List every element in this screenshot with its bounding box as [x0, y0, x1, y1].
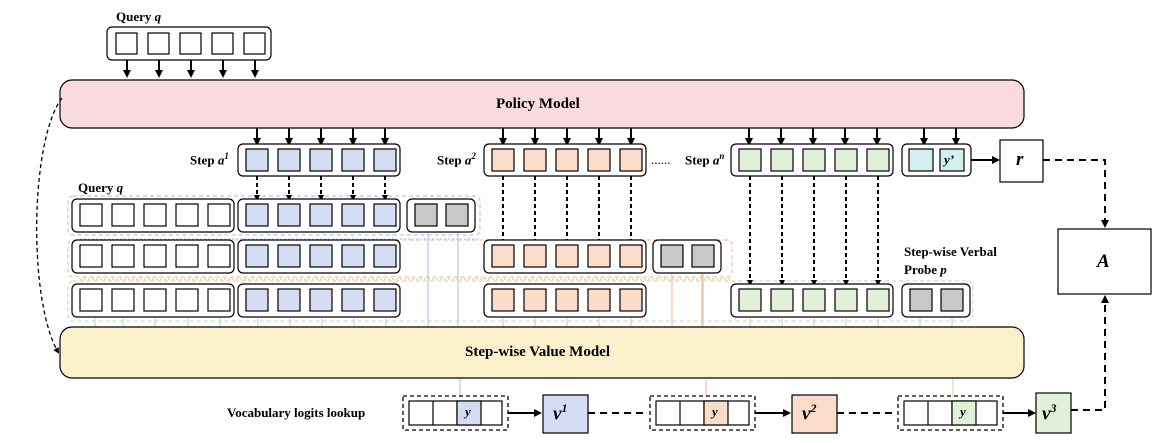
v1-symbol: v	[553, 403, 562, 425]
step-a1-label: Step a1	[190, 151, 229, 168]
advantage-label: A	[1097, 251, 1110, 272]
answer-group	[901, 143, 972, 177]
step-a2-symbol: a	[464, 152, 472, 168]
lookup-3	[897, 395, 1004, 431]
row-1	[71, 198, 476, 233]
step-an-symbol: a	[712, 152, 720, 168]
v2-label: v2	[802, 402, 816, 423]
v2-symbol: v	[802, 403, 811, 425]
policy-model-box	[59, 79, 1025, 129]
guide-lines	[67, 195, 974, 397]
top-query-group	[106, 26, 272, 78]
reward-box	[999, 139, 1044, 183]
v2-box	[791, 394, 838, 434]
value-model-box	[59, 326, 1025, 379]
step-a2-sup: 2	[471, 151, 476, 161]
row-query-label: Query q	[78, 181, 123, 194]
top-query-symbol: q	[154, 9, 162, 24]
step-a2-prefix: Step	[437, 152, 462, 168]
row1-guide-outline	[67, 195, 481, 236]
advantage-box	[1057, 228, 1152, 295]
vocab-lookup-label: Vocabulary logits lookup	[227, 405, 366, 420]
lookup1-token: y	[465, 404, 471, 419]
step-a2-label: Step a2	[437, 151, 476, 168]
policy-model-label: Policy Model	[496, 96, 580, 112]
query-to-policy-arrows	[123, 60, 259, 78]
v2-sup: 2	[810, 401, 817, 415]
v3-sup: 3	[1050, 401, 1057, 415]
v3-label: v3	[1042, 402, 1056, 423]
row-2	[71, 239, 722, 274]
lookup-2	[649, 395, 756, 431]
probe-label-line2: Probe p	[904, 263, 947, 276]
step-an-prefix: Step	[685, 152, 710, 168]
reward-to-advantage-dashed	[1043, 159, 1109, 228]
lookup2-token: y	[712, 404, 718, 419]
step-an-label: Step an	[685, 151, 725, 168]
value-model-label: Step-wise Value Model	[465, 344, 611, 360]
v3-box	[1035, 392, 1072, 434]
step-a2-group	[483, 143, 647, 177]
lookup-1	[402, 395, 509, 431]
policy-to-value-curve	[36, 97, 63, 354]
top-query-tokens	[115, 32, 266, 55]
lookup3-token: y	[960, 404, 966, 419]
step-a1-sup: 1	[224, 151, 229, 161]
step-a1-prefix: Step	[190, 152, 215, 168]
top-query-label: Query q	[116, 10, 161, 23]
probe-text: Probe	[904, 262, 937, 277]
row-query-text: Query	[78, 180, 114, 195]
v1-label: v1	[553, 402, 567, 423]
row3-guide-outline	[67, 280, 974, 322]
reward-label: r	[1016, 149, 1024, 170]
v3-symbol: v	[1042, 403, 1051, 425]
v1-sup: 1	[561, 401, 568, 415]
policy-to-steps-arrows	[253, 128, 960, 146]
probe-symbol: p	[940, 262, 947, 277]
top-query-text: Query	[116, 9, 152, 24]
step-a1-group	[237, 143, 401, 177]
answer-token-label: y’	[944, 152, 955, 167]
probe-label-line1: Step-wise Verbal	[904, 244, 997, 259]
ellipsis-label: ......	[651, 152, 671, 167]
v1-box	[542, 394, 589, 434]
row-3	[71, 283, 971, 318]
step-an-group	[730, 143, 894, 177]
step-an-sup: n	[719, 151, 725, 161]
row-query-symbol: q	[116, 180, 124, 195]
step-to-row-dashed-arrows	[254, 176, 881, 286]
v3-to-advantage-dashed	[1071, 295, 1109, 411]
step-a1-symbol: a	[217, 152, 225, 168]
row2-guide-outline	[67, 239, 733, 278]
